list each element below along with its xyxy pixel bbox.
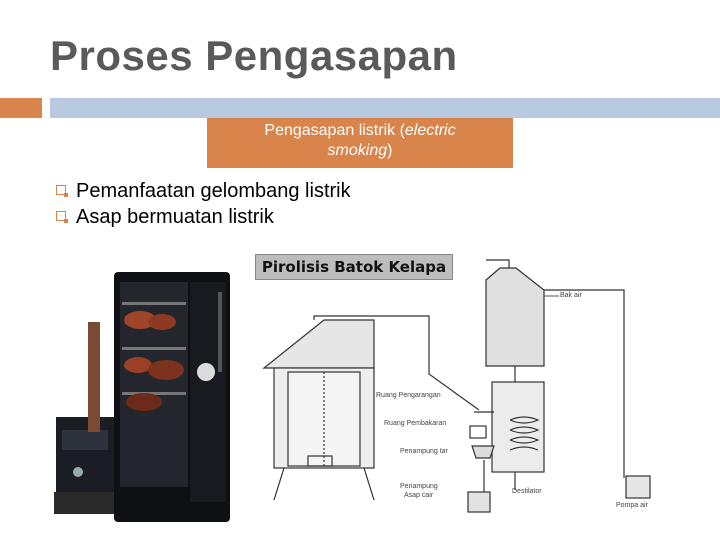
label-asap-cair: Asap cair — [404, 492, 434, 499]
label-penampung-asap-cair: Penampung — [400, 483, 438, 490]
label-ruang-pembakaran: Ruang Pembakaran — [384, 420, 447, 427]
label-ruang-pengarangan: Ruang Pengarangan — [376, 392, 441, 399]
slide-title: Proses Pengasapan — [50, 32, 458, 79]
square-bullet-icon — [56, 185, 68, 197]
diagram-banner: Pirolisis Batok Kelapa — [255, 254, 453, 280]
subtitle-box: Pengasapan listrik (electric smoking) — [207, 118, 513, 168]
bullet-item: Asap bermuatan listrik — [56, 204, 351, 230]
subtitle-line-1: Pengasapan listrik (electric — [264, 122, 456, 139]
bullet-list: Pemanfaatan gelombang listrik Asap bermu… — [56, 178, 351, 230]
bullet-item: Pemanfaatan gelombang listrik — [56, 178, 351, 204]
label-penampung-tar: Penampung tar — [400, 448, 448, 455]
title-rule-bar — [50, 98, 720, 118]
label-bak-air: Bak air — [560, 292, 582, 299]
pyrolysis-diagram — [262, 259, 651, 513]
label-destilator: Destilator — [512, 488, 542, 495]
label-pompa-air: Pompa air — [616, 502, 648, 509]
square-bullet-icon — [56, 211, 68, 223]
electric-smoker-photo — [54, 272, 230, 522]
subtitle-line-2: smoking) — [327, 142, 393, 159]
title-rule-accent — [0, 98, 42, 118]
